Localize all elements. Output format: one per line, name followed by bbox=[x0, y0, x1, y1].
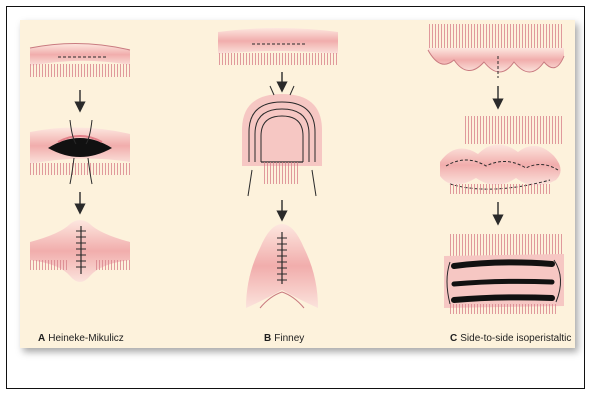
panel-a-step2-bowel bbox=[30, 120, 130, 184]
figure-illustration bbox=[20, 20, 575, 348]
panel-a-letter: A bbox=[38, 333, 45, 344]
panel-c-step2-bowel bbox=[440, 116, 564, 194]
panel-c-step1-bowel bbox=[428, 24, 564, 78]
panel-a-step3-bowel bbox=[30, 220, 130, 282]
panel-b-step2-bowel bbox=[242, 86, 322, 196]
panel-b-letter: B bbox=[264, 333, 271, 344]
panel-c-step3-bowel bbox=[444, 234, 564, 314]
panel-a-label: Heineke-Mikulicz bbox=[48, 333, 124, 344]
panel-b-step1-bowel bbox=[218, 28, 338, 65]
panel-c-letter: C bbox=[450, 333, 457, 344]
panel-b-step3-bowel bbox=[246, 224, 318, 308]
panel-c-diagram bbox=[428, 24, 564, 314]
panel-b-label: Finney bbox=[274, 333, 304, 344]
panel-b-diagram bbox=[218, 28, 338, 308]
panel-a-diagram bbox=[30, 43, 130, 282]
panel-a-step1-bowel bbox=[30, 43, 130, 77]
panel-c-label: Side-to-side isoperistaltic bbox=[460, 333, 571, 344]
